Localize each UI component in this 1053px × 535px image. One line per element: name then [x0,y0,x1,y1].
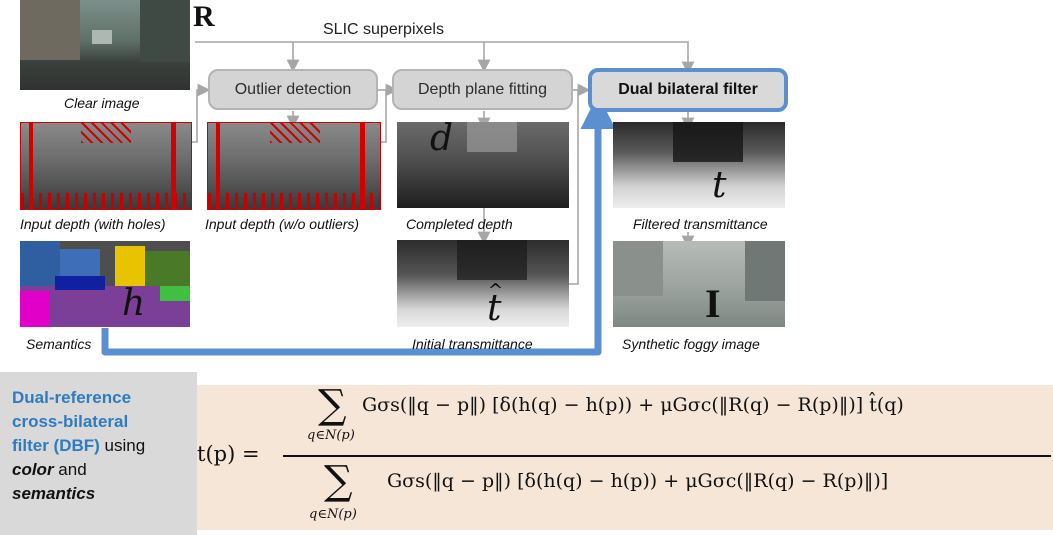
depth-plane-fitting-box: Depth plane fitting [392,69,573,110]
panel-line4b: and [53,460,87,479]
holes-to-outlier [190,83,211,143]
formula-lhs: t(p) = [197,442,260,466]
sum-sub-top: q∈N(p) [307,428,355,443]
dbf-description-panel: Dual-reference cross-bilateral filter (D… [0,372,197,535]
sum-sub-bottom: q∈N(p) [309,507,357,522]
formula-numerator: Gσs(‖q − p‖) [δ(h(q) − h(p)) + μGσc(‖R(q… [362,394,904,416]
caption-initial-t: Initial transmittance [412,336,533,352]
panel-line4a: color [12,460,54,479]
label-R: R [193,0,215,33]
sum-symbol-bottom: ∑ [324,458,353,504]
clear-image-thumbnail [20,0,190,90]
t-hat-accent: ^ [488,280,504,301]
panel-line3b: using [99,436,146,455]
panel-line2: cross-bilateral [12,412,129,431]
sum-symbol-top: ∑ [318,382,347,428]
math-t-hat: t [487,288,502,329]
panel-line1: Dual-reference [12,388,132,407]
completed-depth-thumbnail [397,122,569,208]
filtered-transmittance-thumbnail [613,122,785,208]
formula-denominator: Gσs(‖q − p‖) [δ(h(q) − h(p)) + μGσc(‖R(q… [387,470,889,492]
slic-label: SLIC superpixels [323,21,444,38]
caption-input-wo: Input depth (w/o outliers) [205,216,360,232]
outlier-detection-box: Outlier detection [208,69,378,110]
initial-transmittance-thumbnail [397,240,569,327]
synthetic-foggy-thumbnail [613,241,785,327]
math-h: h [122,283,146,324]
caption-semantics: Semantics [26,336,92,352]
panel-line3a: filter (DBF) [12,436,100,455]
input-depth-holes-thumbnail [20,122,192,210]
caption-synthetic: Synthetic foggy image [622,336,760,352]
dual-bilateral-filter-box: Dual bilateral filter [588,68,788,112]
math-d: d [430,118,454,159]
caption-filtered: Filtered transmittance [633,216,768,232]
slic-line [195,41,695,75]
math-I: I [705,281,721,326]
caption-input-holes: Input depth (with holes) [20,216,166,232]
semantics-thumbnail [20,241,190,327]
semantics-blue-arrow [101,94,616,356]
caption-clear-image: Clear image [64,95,140,111]
fraction-bar [283,455,1051,457]
caption-completed: Completed depth [406,216,513,232]
formula-panel [197,385,1053,530]
input-depth-wo-outliers-thumbnail [207,122,381,210]
panel-line5: semantics [12,484,96,503]
wo-to-depthfit [380,83,399,143]
initial-to-dbf [569,90,579,285]
math-t: t [712,165,727,206]
